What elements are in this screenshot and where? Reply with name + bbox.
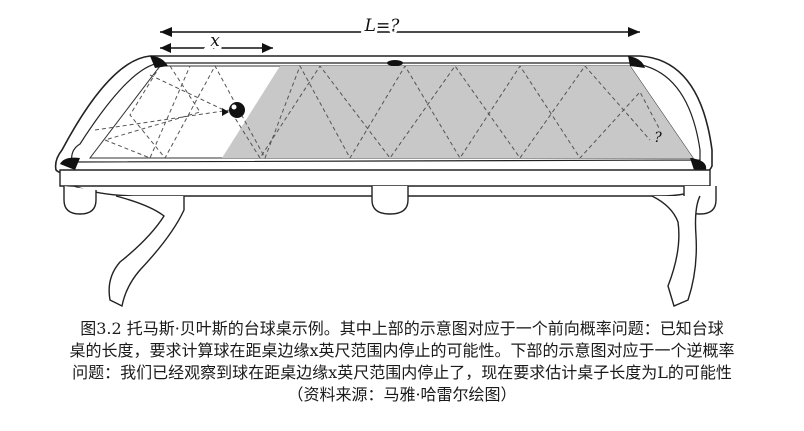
caption-line-2: 桌的长度，要求计算球在距桌边缘x英尺范围内停止的可能性。下部的示意图对应于一个逆… (69, 341, 735, 360)
billiard-table-figure: L=? x ? (54, 16, 717, 308)
table-legs (108, 195, 701, 308)
question-mark-label: ? (654, 130, 662, 146)
table-apron (59, 169, 717, 215)
caption-line-3: 问题：我们已经观察到球在距桌边缘x英尺范围内停止了，现在要求估计桌子长度为L的可… (72, 363, 732, 382)
length-label: L=? (364, 16, 401, 36)
pockets (60, 56, 707, 170)
billiard-ball (222, 102, 245, 118)
length-dimension-arrow (160, 27, 640, 37)
shaded-region (222, 66, 693, 158)
x-label: x (210, 31, 220, 51)
figure-caption: 图3.2 托马斯·贝叶斯的台球桌示例。其中上部的示意图对应于一个前向概率问题：已… (10, 318, 794, 406)
caption-line-4: （资料来源：马雅·哈雷尔绘图） (287, 385, 517, 404)
caption-line-1: 图3.2 托马斯·贝叶斯的台球桌示例。其中上部的示意图对应于一个前向概率问题：已… (80, 319, 724, 338)
ball-paths (94, 64, 661, 160)
x-dimension-arrow (160, 43, 273, 53)
